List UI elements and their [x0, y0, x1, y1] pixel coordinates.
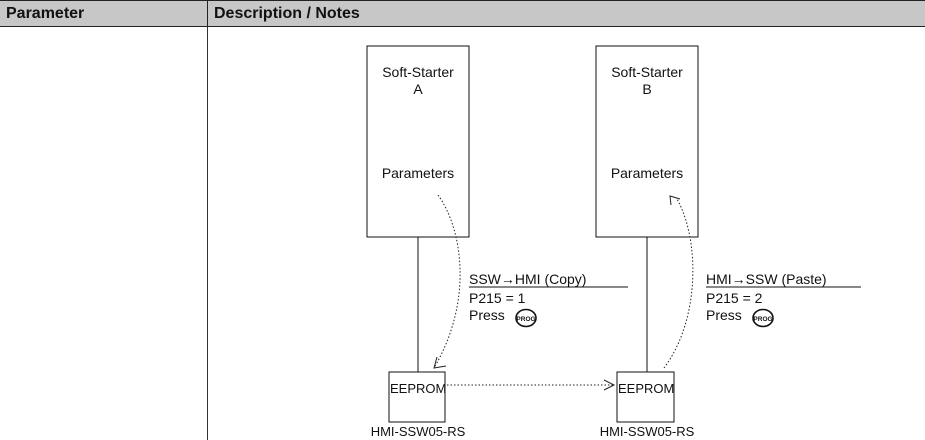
paste-setting: P215 = 2: [706, 290, 763, 306]
soft-starter-b-box: [595, 45, 699, 238]
prog-key-icon: PROG: [752, 308, 774, 328]
prog-key-label: PROG: [753, 316, 772, 323]
hmi-right-box: [616, 371, 675, 423]
copy-setting: P215 = 1: [469, 290, 526, 306]
paste-press: Press: [706, 307, 742, 323]
transfer-arrowhead: [603, 379, 616, 391]
description-column-header: Description / Notes: [214, 5, 360, 22]
copy-arrowhead: [433, 356, 447, 369]
hmi-left-box: [388, 371, 446, 423]
soft-starter-b-label: B: [642, 81, 651, 97]
soft-starter-a-box: [366, 45, 470, 238]
soft-starter-b-title: Soft-Starter: [611, 64, 683, 80]
hmi-right-model: HMI-SSW05-RS: [600, 424, 695, 439]
eeprom-right-label: EEPROM: [618, 381, 674, 396]
hmi-left-model: HMI-SSW05-RS: [371, 424, 466, 439]
copy-press: Press: [469, 307, 505, 323]
prog-key-icon: PROG: [515, 308, 537, 328]
copy-title: SSW→HMI (Copy): [469, 271, 586, 287]
parameter-column-header: Parameter: [6, 5, 85, 22]
copy-arrow: [433, 194, 461, 369]
paste-title: HMI→SSW (Paste): [706, 271, 827, 287]
header-divider: [207, 1, 208, 27]
prog-key-label: PROG: [516, 316, 535, 323]
paste-arrow: [663, 198, 694, 369]
soft-starter-a-title: Soft-Starter: [382, 64, 454, 80]
soft-starter-a-parameters: Parameters: [382, 165, 454, 181]
soft-starter-b-parameters: Parameters: [611, 165, 683, 181]
paste-arrowhead: [669, 195, 681, 206]
soft-starter-a-label: A: [413, 81, 423, 97]
eeprom-left-label: EEPROM: [390, 381, 446, 396]
table-header: Parameter Description / Notes: [0, 0, 925, 27]
column-divider: [207, 27, 208, 440]
